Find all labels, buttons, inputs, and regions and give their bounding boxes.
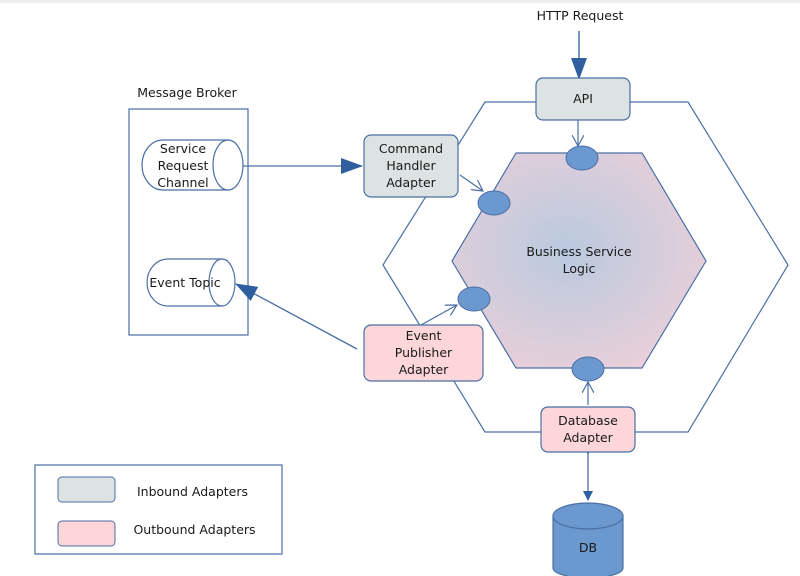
legend-outbound-label: Outbound Adapters	[133, 522, 256, 537]
channel-line: Request	[157, 158, 209, 173]
adapter-line: Command	[378, 141, 444, 156]
outer-hexagon	[382, 101, 789, 433]
command-handler-adapter-box[interactable]	[363, 134, 459, 198]
legend-inbound-label: Inbound Adapters	[136, 484, 249, 499]
message-broker-label: Message Broker	[137, 85, 237, 100]
legend-swatch-outbound	[57, 520, 116, 547]
service-request-channel-label: Service Request Channel	[143, 140, 223, 191]
adapter-line: Adapter	[563, 430, 613, 445]
service-request-channel-queue[interactable]	[141, 139, 244, 191]
event-publisher-label: Event Publisher Adapter	[364, 327, 483, 378]
event-topic-queue[interactable]	[146, 258, 236, 307]
http-request-label: HTTP Request	[536, 8, 624, 23]
adapter-line: Adapter	[386, 175, 436, 190]
port-command	[477, 190, 511, 216]
port-database	[571, 356, 605, 382]
command-to-port-arrow	[459, 174, 483, 191]
core-line: Logic	[562, 261, 596, 276]
api-label: API	[573, 91, 593, 106]
database-cylinder[interactable]	[552, 502, 624, 576]
business-logic-hexagon	[451, 152, 707, 369]
channel-line: Service	[159, 141, 207, 156]
adapter-line: Event	[405, 328, 442, 343]
event-topic-label: Event Topic	[149, 275, 221, 290]
adapter-line: Handler	[386, 158, 436, 173]
adapter-line: Adapter	[398, 362, 449, 377]
database-adapter-label: Database Adapter	[541, 412, 635, 446]
adapter-line: Database	[558, 413, 618, 428]
legend-swatch-inbound	[57, 476, 116, 503]
adapter-line: Publisher	[394, 345, 453, 360]
publisher-to-topic-arrow	[235, 283, 358, 350]
port-top	[565, 145, 599, 171]
channel-line: Channel	[157, 175, 209, 190]
top-border	[0, 0, 800, 3]
business-logic-label: Business Service Logic	[509, 243, 649, 277]
event-publisher-adapter-box[interactable]	[363, 324, 484, 382]
command-handler-label: Command Handler Adapter	[364, 140, 458, 191]
database-adapter-box[interactable]	[540, 406, 636, 453]
db-label: DB	[578, 540, 598, 555]
core-line: Business Service	[526, 244, 632, 259]
publisher-to-port-arrow	[420, 305, 457, 326]
api-adapter-box[interactable]	[535, 77, 631, 121]
port-publisher	[457, 286, 491, 312]
